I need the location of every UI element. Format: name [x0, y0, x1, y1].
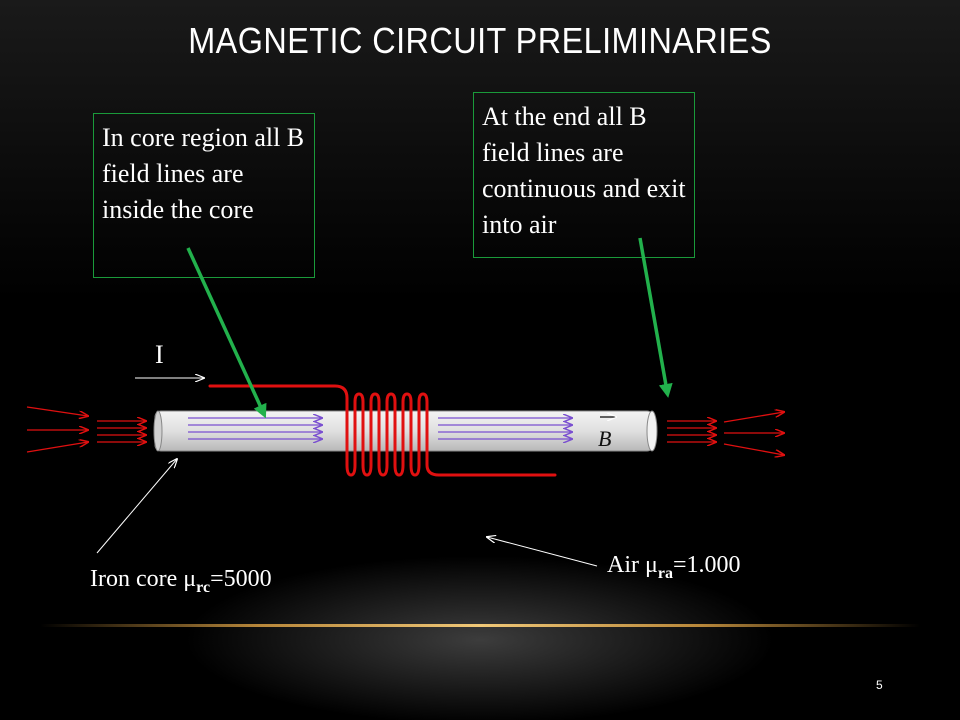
air-field-lines-left — [26, 406, 146, 453]
current-label: I — [155, 340, 164, 369]
coil-winding — [208, 384, 557, 477]
iron-core — [153, 410, 658, 452]
iron-core-pointer — [96, 459, 177, 554]
air-field-lines-right — [667, 412, 784, 455]
callout-end-arrow — [638, 237, 673, 398]
callout-core-region: In core region all B field lines are ins… — [93, 113, 315, 278]
core-field-lines-right — [438, 418, 572, 439]
slide-title: MAGNETIC CIRCUIT PRELIMINARIES — [188, 20, 772, 61]
iron-core-label: Iron core μrc=5000 — [90, 566, 272, 596]
air-pointer — [487, 537, 598, 567]
svg-text:B: B — [598, 426, 611, 451]
decorative-glow-line — [40, 624, 920, 627]
air-label: Air μra=1.000 — [607, 552, 741, 582]
callout-end-region: At the end all B field lines are continu… — [473, 92, 695, 258]
page-number: 5 — [876, 678, 883, 692]
callout-core-arrow — [186, 247, 267, 419]
b-field-vector-label: B — [598, 417, 616, 451]
